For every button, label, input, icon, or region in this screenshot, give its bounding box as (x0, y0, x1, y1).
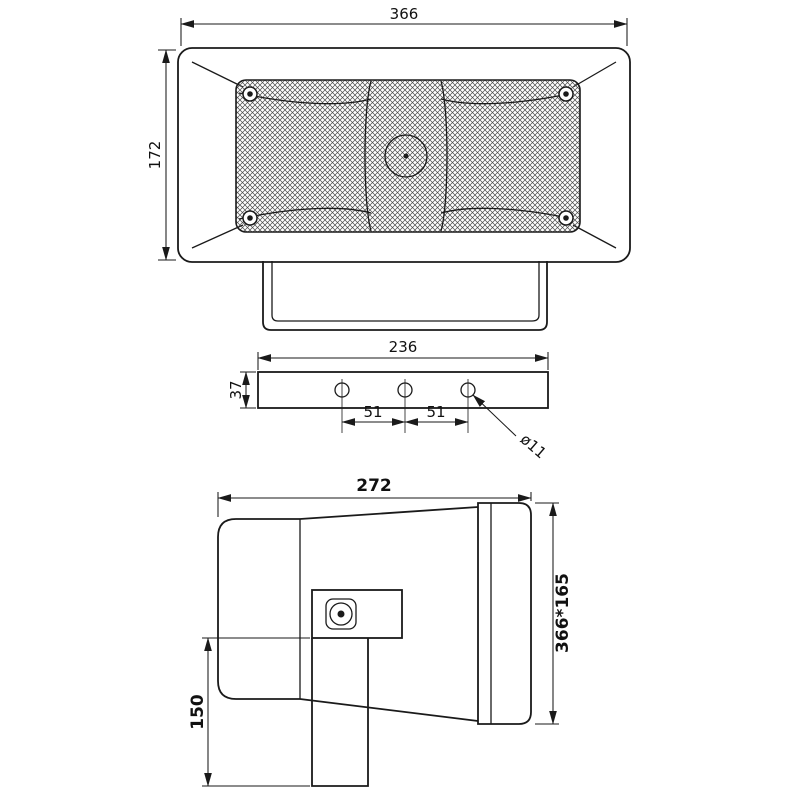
bracket-bolt-washer (325, 598, 357, 630)
drop-extension-lines (202, 637, 310, 787)
horn-flare-top (299, 506, 479, 520)
grille-bolt-center (247, 215, 253, 221)
rear-bracket-inner (271, 261, 540, 322)
dim-label-front-width: 366 (390, 5, 419, 23)
horn-throat-center-dot (403, 153, 409, 159)
dim-label-front-height: 172 (146, 141, 164, 170)
dim-label-hole-diameter: ø11 (517, 430, 550, 462)
horn-flare-bottom (299, 698, 479, 722)
dim-label-depth: 272 (356, 476, 392, 496)
mounting-hole (460, 382, 476, 398)
bracket-plate (311, 589, 403, 639)
mounting-hole (334, 382, 350, 398)
hole-diameter-leader (472, 394, 517, 437)
grille-bolt-center (563, 91, 569, 97)
side-view: 272 366*165 150 (188, 476, 573, 787)
bracket-arm (311, 638, 369, 787)
dim-label-bracket-height: 37 (227, 380, 245, 399)
speaker-outer-body (177, 47, 631, 263)
dim-label-bracket-drop: 150 (188, 694, 208, 730)
dim-label-bracket-length: 236 (389, 338, 418, 356)
rear-bracket-outer (262, 261, 548, 331)
horn-rear-housing (217, 518, 300, 700)
front-view: 366 172 (146, 5, 631, 331)
grille-corner-bolts (242, 86, 574, 226)
horn-mouth-curves (238, 80, 574, 232)
dim-label-pitch-left: 51 (363, 403, 382, 421)
bracket-pivot-bolt (329, 602, 353, 626)
horn-front-flange (477, 502, 532, 725)
mounting-hole (397, 382, 413, 398)
hole-center-lines (341, 379, 469, 433)
bracket-strip-body (257, 371, 549, 409)
horn-flare-corner-lines (191, 61, 617, 249)
dim-label-pitch-right: 51 (426, 403, 445, 421)
horn-throat-circle (384, 134, 428, 178)
grille-bolt-center (247, 91, 253, 97)
grille-bolt-center (563, 215, 569, 221)
bracket-strip-view: 236 37 51 51 ø11 (227, 338, 550, 462)
bracket-pivot-center (337, 610, 345, 618)
dim-label-face-size: 366*165 (553, 573, 573, 653)
